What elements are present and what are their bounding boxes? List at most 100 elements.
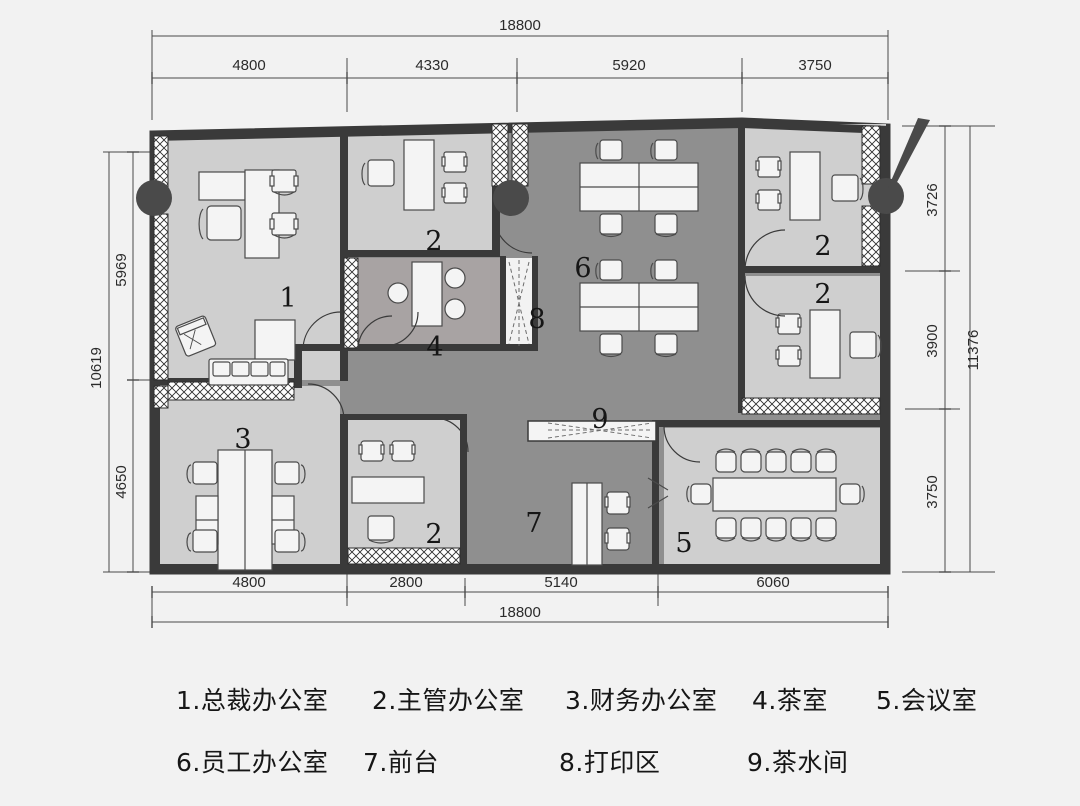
reception-chair-1 xyxy=(604,491,631,515)
dimensions-left xyxy=(103,151,160,573)
structural-columns xyxy=(136,118,930,216)
dim-left-overall: 10619 xyxy=(88,347,105,389)
label-room-7: 7 xyxy=(525,508,542,539)
desk-cluster-1 xyxy=(579,139,699,238)
visitor-chair-1 xyxy=(755,156,782,178)
legend-row-2: 6.员工办公室 7.前台 8.打印区 9.茶水间 xyxy=(0,730,1080,792)
label-room-2-mid-right: 2 xyxy=(814,279,831,310)
dim-bottom-seg-3: 5140 xyxy=(544,574,577,591)
dim-right-overall: 11376 xyxy=(965,330,982,371)
dim-top-seg-1: 4800 xyxy=(232,57,265,74)
door-president-office xyxy=(302,311,342,351)
legend-row-1: 1.总裁办公室 2.主管办公室 3.财务办公室 4.茶室 5.会议室 xyxy=(0,668,1080,730)
furniture-supervisor-top-left xyxy=(361,139,468,211)
furniture-president-office xyxy=(175,169,299,386)
label-room-5: 5 xyxy=(675,528,692,559)
task-chair-back xyxy=(859,177,864,201)
door-supervisor-top-left xyxy=(493,214,533,254)
desk-return xyxy=(198,171,246,201)
visitor-chair-2 xyxy=(389,440,416,462)
tea-counter xyxy=(411,261,443,327)
furniture-staff-office xyxy=(579,139,699,358)
cluster-chairs xyxy=(595,139,678,238)
desk xyxy=(403,139,435,211)
dimension-labels-left: 10619 5969 4650 xyxy=(88,253,130,498)
task-chair xyxy=(367,159,395,187)
task-chair xyxy=(831,174,859,202)
dim-top-seg-2: 4330 xyxy=(415,57,448,74)
dim-bottom-seg-1: 4800 xyxy=(232,574,265,591)
visitor-chair-2 xyxy=(269,212,299,239)
dimension-labels-right: 11376 3726 3900 3750 xyxy=(924,183,982,508)
furniture-supervisor-mid-right xyxy=(775,309,882,379)
furniture-pantry xyxy=(527,420,657,442)
dimensions-right xyxy=(902,125,995,573)
label-room-2-bottom: 2 xyxy=(425,519,442,550)
legend-item-6: 6.员工办公室 xyxy=(176,748,329,777)
legend-item-2: 2.主管办公室 xyxy=(372,686,525,715)
coffee-table xyxy=(254,319,296,361)
sofa xyxy=(208,358,289,386)
door-tea-room xyxy=(357,315,393,351)
column-left xyxy=(136,180,172,216)
door-supervisor-bottom xyxy=(433,417,469,453)
room-number-labels: 1 2 2 2 2 3 4 5 6 7 8 9 xyxy=(234,226,831,559)
legend-item-8: 8.打印区 xyxy=(559,748,661,777)
label-room-2-top-left: 2 xyxy=(425,226,442,257)
door-supervisor-mid-right xyxy=(744,275,786,317)
desk xyxy=(789,151,821,221)
task-chair-back xyxy=(877,334,882,358)
desk-cluster-2 xyxy=(579,259,699,358)
dim-left-seg-1: 5969 xyxy=(113,253,130,286)
door-corridor-upper xyxy=(383,311,419,347)
label-room-2-top-right: 2 xyxy=(814,231,831,262)
visitor-chair-1 xyxy=(358,440,385,462)
furniture-supervisor-top-right xyxy=(755,151,864,221)
dim-top-seg-3: 5920 xyxy=(612,57,645,74)
executive-chair-back xyxy=(198,208,204,240)
meeting-chair-head-left xyxy=(686,483,712,505)
stool-3 xyxy=(444,298,466,320)
visitor-chair-2 xyxy=(775,345,802,367)
visitor-chair-1 xyxy=(441,151,468,173)
door-meeting-room xyxy=(663,425,701,463)
entrance-canopy xyxy=(888,118,930,188)
meeting-chairs-bottom xyxy=(715,517,837,542)
meeting-chair-head-right xyxy=(839,483,865,505)
hatched-wall-segments xyxy=(153,123,881,565)
task-chair-back xyxy=(361,162,366,186)
task-chair xyxy=(367,515,395,541)
visitor-chair-1 xyxy=(775,313,802,335)
task-chair xyxy=(849,331,877,359)
dim-bottom-seg-2: 2800 xyxy=(389,574,422,591)
visitor-chair-2 xyxy=(441,182,468,204)
reception-chair-2 xyxy=(604,527,631,551)
door-finance-office xyxy=(307,383,345,421)
dim-bottom-overall: 18800 xyxy=(499,604,541,621)
dim-right-seg-1: 3726 xyxy=(924,183,941,216)
furniture-finance-office xyxy=(186,449,306,571)
dimensions-top xyxy=(151,30,889,120)
desk xyxy=(351,476,425,504)
legend-item-4: 4.茶室 xyxy=(752,686,828,715)
stool-1 xyxy=(387,282,409,304)
furniture-reception xyxy=(571,482,631,566)
projector-pointer xyxy=(647,477,669,509)
legend-item-3: 3.财务办公室 xyxy=(565,686,718,715)
label-room-4: 4 xyxy=(426,332,443,363)
visitor-chair-2 xyxy=(755,189,782,211)
label-room-6: 6 xyxy=(574,253,591,284)
label-room-1: 1 xyxy=(279,283,296,314)
meeting-chairs-top xyxy=(715,448,837,473)
furniture-tea-room xyxy=(387,261,466,327)
chairs xyxy=(186,461,306,553)
label-room-9: 9 xyxy=(591,404,608,435)
dimension-labels-top: 18800 4800 4330 5920 3750 xyxy=(232,17,831,74)
dim-right-seg-3: 3750 xyxy=(924,475,941,508)
dim-top-overall: 18800 xyxy=(499,17,541,34)
legend-item-9: 9.茶水间 xyxy=(747,748,849,777)
door-swings xyxy=(302,214,786,463)
dimension-labels-bottom: 4800 2800 5140 6060 18800 xyxy=(232,574,789,621)
dim-bottom-seg-4: 6060 xyxy=(756,574,789,591)
